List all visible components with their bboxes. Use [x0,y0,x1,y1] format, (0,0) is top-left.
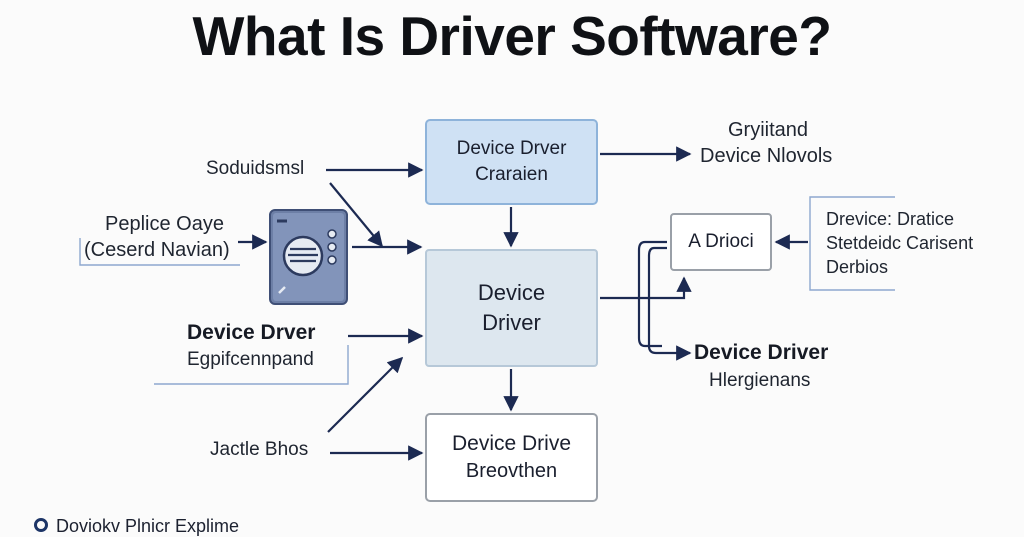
box-top-line1: Device Drver [456,138,567,160]
box-top-line2: Craraien [475,164,548,185]
small-box-label: A Drioci [688,231,754,253]
right-lower-label-line1: Device Driver [694,341,829,364]
device-driver-box-main: Device Driver [425,249,598,367]
page-title: What Is Driver Software? [192,5,832,67]
device-drive-box-bottom: Device Drive Breovthen [425,413,598,502]
device-driver-box-top: Device Drver Craraien [425,119,598,205]
bottom-left-label: Jactle Bhos [210,439,309,460]
right-lower-label-line2: Hlergienans [709,370,811,391]
bullet-icon [34,518,48,532]
footer-text: Doviokv Plnicr Explime [56,516,240,536]
right-bracket-line3: Derbios [826,257,889,277]
footer-caption: Doviokv Plnicr Explime [34,516,239,537]
left-label-line1: Peplice Oaye [105,213,224,235]
left-label-line2: (Ceserd Navian) [84,239,230,261]
box-main-line1: Device [477,280,546,306]
arrow-lowerleft-to-main [327,356,404,433]
box-bottom-line1: Device Drive [451,431,572,455]
mid-left-label-line2: Egpifcennpand [187,349,314,370]
top-left-label: Soduidsmsl [206,158,305,179]
right-bracket-line2: Stetdeidc Carisent [826,233,974,253]
mid-left-label-line1: Device Drver [187,321,316,344]
box-main-line2: Driver [482,310,541,335]
midleft-underline [154,345,349,385]
arrow-small-to-rightlower [647,246,692,361]
left-label-underline [79,238,240,266]
top-right-label-line2: Device Nlovols [700,145,833,167]
arrow-main-to-small [600,276,692,300]
arrow-diagonal-to-main [329,182,383,248]
small-box: A Drioci [670,213,772,271]
rightbracket-frame [809,196,895,291]
right-bracket-line1: Drevice: Dratice [826,209,955,229]
box-bottom-line2: Breovthen [465,460,558,483]
device-window-icon [269,209,348,305]
top-right-label-line1: Gryiitand [728,119,809,141]
bracket-left-outer [637,240,667,348]
